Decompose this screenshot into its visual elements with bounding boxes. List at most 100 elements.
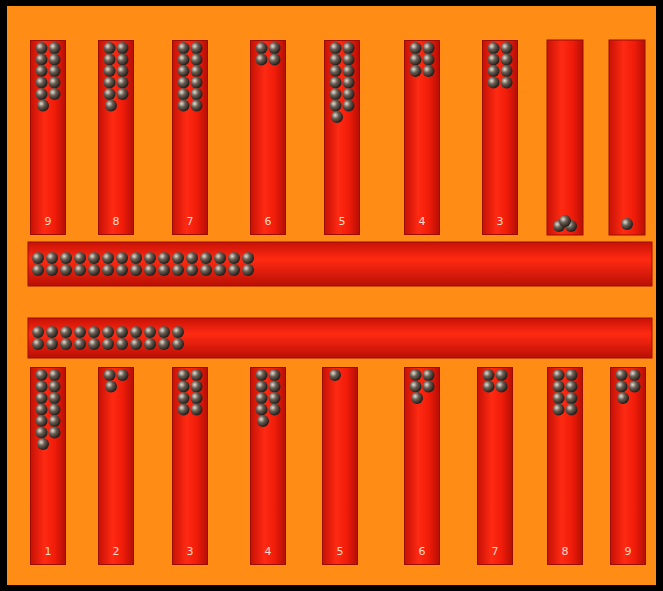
stone xyxy=(178,381,190,393)
pit-column: 2 xyxy=(98,367,134,565)
stone xyxy=(49,427,61,439)
stone xyxy=(116,252,128,264)
stone xyxy=(228,252,240,264)
stone xyxy=(330,65,342,77)
stone xyxy=(144,252,156,264)
stone xyxy=(423,381,435,393)
stone xyxy=(130,252,142,264)
stone xyxy=(191,54,203,66)
stone xyxy=(178,54,190,66)
stone xyxy=(49,392,61,404)
stone xyxy=(32,252,44,264)
stone xyxy=(616,381,628,393)
pit-number: 6 xyxy=(251,215,285,228)
stone xyxy=(116,326,128,338)
stone xyxy=(104,77,116,89)
stone xyxy=(49,404,61,416)
stone xyxy=(178,404,190,416)
stone xyxy=(36,369,48,381)
stone xyxy=(191,404,203,416)
stone xyxy=(343,65,355,77)
pit-number: 2 xyxy=(99,545,133,558)
stone xyxy=(36,65,48,77)
stone xyxy=(186,264,198,276)
stone xyxy=(186,252,198,264)
pit-column: 6 xyxy=(404,367,440,565)
stone xyxy=(172,264,184,276)
stone xyxy=(144,338,156,350)
stone xyxy=(117,88,129,100)
pit-number: 1 xyxy=(31,545,65,558)
stone xyxy=(488,54,500,66)
stone xyxy=(553,404,565,416)
stone xyxy=(88,338,100,350)
stone xyxy=(130,338,142,350)
pit-column: 5 xyxy=(324,40,360,235)
stone xyxy=(410,381,422,393)
stone xyxy=(256,404,268,416)
stone xyxy=(32,326,44,338)
stone xyxy=(130,264,142,276)
stone xyxy=(269,369,281,381)
pit-column: 6 xyxy=(250,40,286,235)
stone xyxy=(105,100,117,112)
pit-stones xyxy=(405,41,441,236)
pit-number: 9 xyxy=(31,215,65,228)
stone xyxy=(553,381,565,393)
stone xyxy=(102,252,114,264)
stone xyxy=(178,88,190,100)
pit-number: 5 xyxy=(325,215,359,228)
stone xyxy=(116,264,128,276)
stone xyxy=(88,264,100,276)
stone xyxy=(49,369,61,381)
stone xyxy=(242,264,254,276)
stone xyxy=(566,392,578,404)
stone xyxy=(191,65,203,77)
stone xyxy=(343,100,355,112)
stone xyxy=(330,100,342,112)
stone xyxy=(117,65,129,77)
stone xyxy=(191,42,203,54)
stone xyxy=(36,381,48,393)
stone xyxy=(36,427,48,439)
stone xyxy=(330,54,342,66)
pit-stones xyxy=(173,368,209,566)
pit-stones xyxy=(405,368,441,566)
stone xyxy=(256,54,268,66)
stone xyxy=(116,338,128,350)
stone xyxy=(88,326,100,338)
pit-column: 8 xyxy=(547,367,583,565)
stone xyxy=(172,338,184,350)
stone xyxy=(330,77,342,89)
stone xyxy=(496,381,508,393)
stone xyxy=(621,218,633,230)
stone xyxy=(49,65,61,77)
stone xyxy=(32,264,44,276)
stone xyxy=(144,326,156,338)
stone xyxy=(49,88,61,100)
pit-number: 8 xyxy=(99,215,133,228)
store-bar xyxy=(28,242,652,286)
stone xyxy=(214,264,226,276)
stone xyxy=(423,65,435,77)
stone xyxy=(104,88,116,100)
stone xyxy=(74,338,86,350)
stone xyxy=(74,264,86,276)
stone xyxy=(488,65,500,77)
stone xyxy=(104,65,116,77)
stone xyxy=(566,369,578,381)
pit-number: 7 xyxy=(478,545,512,558)
stone xyxy=(200,252,212,264)
stone xyxy=(74,326,86,338)
stone xyxy=(36,54,48,66)
pit-stones xyxy=(251,368,287,566)
stone xyxy=(36,77,48,89)
pit-column: 8 xyxy=(98,40,134,235)
stone xyxy=(191,88,203,100)
stone xyxy=(178,65,190,77)
pit-stones xyxy=(31,41,67,236)
stone xyxy=(423,42,435,54)
stone xyxy=(501,54,513,66)
pit-column: 5 xyxy=(322,367,358,565)
